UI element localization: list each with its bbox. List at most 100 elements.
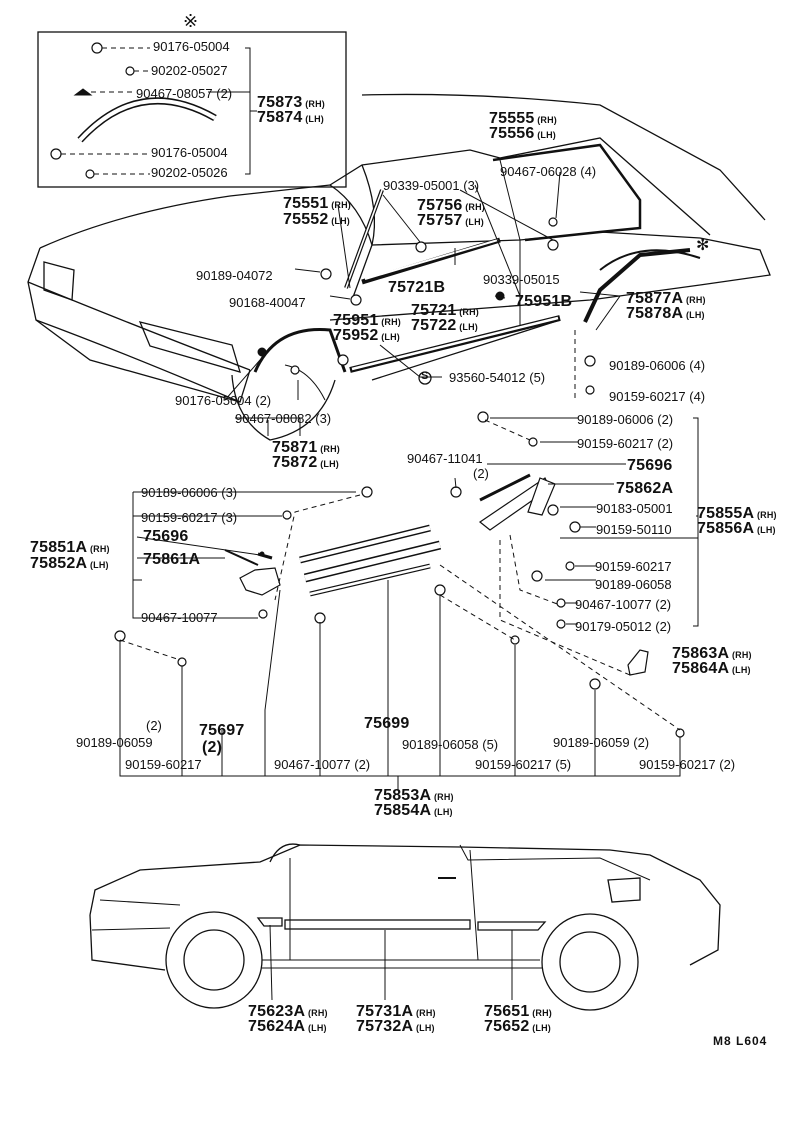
- part-number-text: 75696: [143, 528, 189, 545]
- part-number-text: 75757: [417, 212, 463, 229]
- side-designation: (LH): [413, 1023, 435, 1033]
- side-designation: (RH): [328, 200, 351, 210]
- exploded-side-moldings: [114, 411, 699, 790]
- part-callout-c-90467-10077-c: 90467-10077 (2): [274, 757, 371, 772]
- part-number-p-75951: 75951 (RH): [333, 313, 401, 329]
- part-callout-c-90159-60217-c: 90159-60217 (3): [141, 510, 238, 525]
- part-number-text: 75856A: [697, 520, 755, 537]
- side-designation: (LH): [378, 332, 400, 342]
- side-designation: (RH): [413, 1008, 436, 1018]
- part-number-p-75863A: 75863A (RH): [672, 646, 752, 662]
- lower-car-side-view: [89, 843, 721, 1011]
- part-number-text: 75552: [283, 211, 329, 228]
- side-designation: (LH): [529, 1023, 551, 1033]
- part-number-text: 75756: [417, 197, 463, 214]
- side-designation: (LH): [729, 665, 751, 675]
- part-number-p-75877A: 75877A (RH): [626, 291, 706, 307]
- part-callout-c-90202-05027: 90202-05027: [151, 63, 228, 78]
- part-callout-c-90189-06006-b: 90189-06006 (2): [577, 412, 674, 427]
- side-designation: (LH): [462, 217, 484, 227]
- part-callout-c-90467-11041-qty: (2): [473, 466, 489, 481]
- part-number-p-75696-a: 75696: [627, 458, 673, 474]
- part-callout-c-93560-54012: 93560-54012 (5): [449, 370, 546, 385]
- part-number-text: 75855A: [697, 505, 755, 522]
- side-designation: (LH): [754, 525, 776, 535]
- part-number-p-75951B: 75951B: [515, 294, 572, 310]
- part-callout-c-90339-05015: 90339-05015: [483, 272, 560, 287]
- part-callout-c-90159-60217-e: 90159-60217: [125, 757, 202, 772]
- part-number-p-75856A: 75856A (LH): [697, 521, 776, 537]
- part-number-p-75878A: 75878A (LH): [626, 306, 705, 322]
- part-number-text: 75624A: [248, 1018, 306, 1035]
- part-number-text: 75878A: [626, 305, 684, 322]
- part-number-p-75873: 75873 (RH): [257, 95, 325, 111]
- part-callout-c-90467-10077-b: 90467-10077: [141, 610, 218, 625]
- side-designation: (LH): [317, 459, 339, 469]
- part-callout-c-90189-06059-b: 90189-06059 (2): [553, 735, 650, 750]
- part-number-text: 75861A: [143, 551, 201, 568]
- part-callout-c-90189-06058-a: 90189-06058: [595, 577, 672, 592]
- part-number-p-75623A: 75623A (RH): [248, 1004, 328, 1020]
- part-number-text: 75877A: [626, 290, 684, 307]
- asterisk-right-mark: ✻: [696, 237, 710, 254]
- part-number-p-75556: 75556 (LH): [489, 126, 556, 142]
- part-number-text: 75874: [257, 109, 303, 126]
- part-number-p-75721B: 75721B: [388, 280, 445, 296]
- side-designation: (RH): [456, 307, 479, 317]
- part-number-text: 75854A: [374, 802, 432, 819]
- side-designation: (RH): [302, 99, 325, 109]
- side-designation: (LH): [683, 310, 705, 320]
- part-number-text: 75652: [484, 1018, 530, 1035]
- side-designation: (RH): [534, 115, 557, 125]
- side-designation: (LH): [328, 216, 350, 226]
- side-designation: (LH): [302, 114, 324, 124]
- upper-car-body: [27, 93, 771, 441]
- part-number-p-75952: 75952 (LH): [333, 328, 400, 344]
- side-designation: (LH): [87, 560, 109, 570]
- side-designation: (RH): [87, 544, 110, 554]
- side-designation: (RH): [305, 1008, 328, 1018]
- part-callout-c-90183-05001: 90183-05001: [596, 501, 673, 516]
- part-callout-c-90176-05004-a: 90176-05004: [153, 39, 230, 54]
- part-callout-c-90339-05001: 90339-05001 (3): [383, 178, 480, 193]
- inset-box: [37, 31, 347, 188]
- part-number-p-75861A: 75861A: [143, 552, 200, 568]
- part-number-text: 75853A: [374, 787, 432, 804]
- part-callout-c-90189-04072: 90189-04072: [196, 268, 273, 283]
- part-number-text: 75551: [283, 195, 329, 212]
- part-callout-c-90467-06028: 90467-06028 (4): [500, 164, 597, 179]
- part-number-text: 75651: [484, 1003, 530, 1020]
- side-designation: (RH): [683, 295, 706, 305]
- part-number-p-75871: 75871 (RH): [272, 440, 340, 456]
- part-number-p-75652: 75652 (LH): [484, 1019, 551, 1035]
- part-callout-c-90159-60217-g: 90159-60217 (2): [639, 757, 736, 772]
- part-callout-c-90467-08057: 90467-08057 (2): [136, 86, 233, 101]
- part-number-text: 75851A: [30, 539, 88, 556]
- part-number-p-75874: 75874 (LH): [257, 110, 324, 126]
- part-callout-c-90189-06058-b: 90189-06058 (5): [402, 737, 499, 752]
- part-number-p-75732A: 75732A (LH): [356, 1019, 435, 1035]
- part-number-p-75731A: 75731A (RH): [356, 1004, 436, 1020]
- asterisk-top-mark: ※: [183, 11, 199, 31]
- part-callout-c-90179-05012: 90179-05012 (2): [575, 619, 672, 634]
- side-designation: (LH): [431, 807, 453, 817]
- part-number-text: 75852A: [30, 555, 88, 572]
- part-callout-c-90189-06059-a: 90189-06059: [76, 735, 153, 750]
- part-callout-c-90168-40047: 90168-40047: [229, 295, 306, 310]
- part-callout-c-90176-05004-c: 90176-05004 (2): [175, 393, 272, 408]
- part-number-text: 75555: [489, 110, 535, 127]
- part-callout-c-90159-60217-f: 90159-60217 (5): [475, 757, 572, 772]
- part-callout-c-90202-05026: 90202-05026: [151, 165, 228, 180]
- part-number-text: 75722: [411, 317, 457, 334]
- side-designation: (RH): [754, 510, 777, 520]
- part-number-text: 75697: [199, 722, 245, 739]
- part-number-text: 75732A: [356, 1018, 414, 1035]
- part-number-p-75552: 75552 (LH): [283, 212, 350, 228]
- part-number-p-75756: 75756 (RH): [417, 198, 485, 214]
- part-number-p-75624A: 75624A (LH): [248, 1019, 327, 1035]
- part-number-p-75721: 75721 (RH): [411, 303, 479, 319]
- part-callout-c-90189-06006-a: 90189-06006 (4): [609, 358, 706, 373]
- part-number-text: 75871: [272, 439, 318, 456]
- part-number-text: 75862A: [616, 480, 674, 497]
